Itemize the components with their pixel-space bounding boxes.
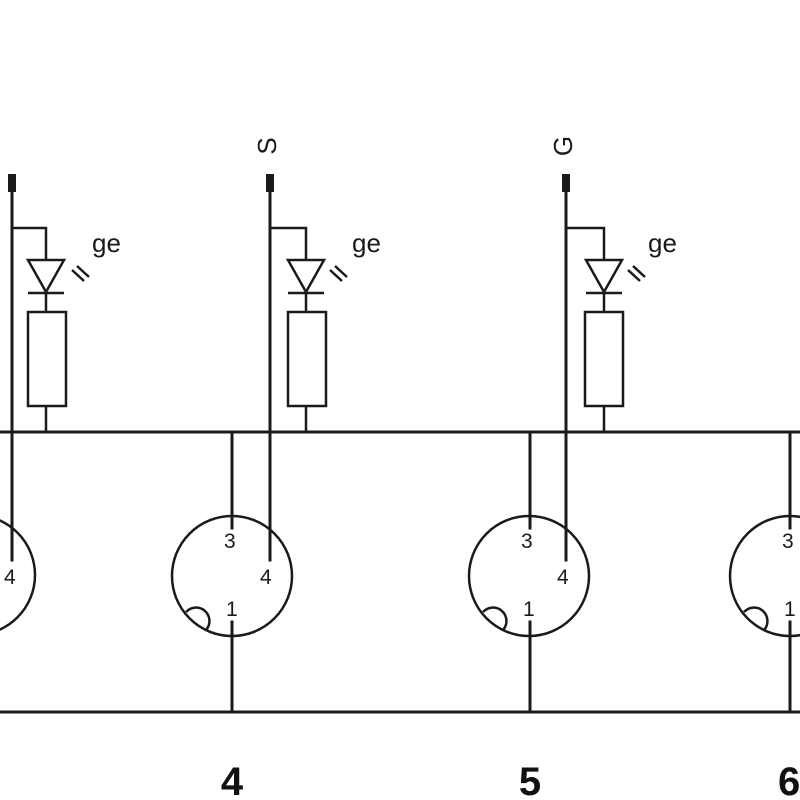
led-icon <box>285 258 348 312</box>
signal-terminal <box>266 174 274 192</box>
resistor-icon <box>286 310 328 408</box>
pin-4-label: 4 <box>4 566 16 589</box>
connector-key-notch <box>743 606 769 631</box>
pin-3-label: 3 <box>224 530 236 553</box>
pin-1-label: 1 <box>523 598 535 621</box>
channel-group-5: G ge 3 4 1 5 <box>467 136 677 800</box>
signal-terminal <box>562 174 570 192</box>
led-branch-wire <box>270 226 308 260</box>
led-color-label: ge <box>352 228 381 258</box>
pin-4-label: 4 <box>260 566 272 589</box>
channel-group-3: ge 4 <box>0 174 121 631</box>
connector-number: 4 <box>221 760 244 800</box>
pin-1-label: 1 <box>784 598 796 621</box>
led-icon <box>583 258 646 312</box>
channel-group-4: S ge 3 4 1 4 <box>170 137 381 800</box>
led-branch-wire <box>566 226 606 260</box>
signal-label: S <box>252 137 282 154</box>
signal-label: G <box>548 136 578 156</box>
led-color-label: ge <box>92 228 121 258</box>
connector-key-notch <box>482 606 508 631</box>
led-color-label: ge <box>648 228 677 258</box>
led-icon <box>25 258 90 312</box>
led-branch-wire <box>12 226 48 260</box>
resistor-icon <box>583 310 625 408</box>
connector-circle <box>0 519 37 631</box>
pin-3-label: 3 <box>521 530 533 553</box>
pin-3-label: 3 <box>782 530 794 553</box>
pin-1-label: 1 <box>226 598 238 621</box>
pin-4-label: 4 <box>557 566 569 589</box>
connector-number: 6 <box>778 760 800 800</box>
channel-group-6: 3 1 6 <box>728 430 800 800</box>
connector-number: 5 <box>519 760 541 800</box>
connector-key-notch <box>185 606 211 631</box>
resistor-icon <box>26 310 68 408</box>
signal-terminal <box>8 174 16 192</box>
